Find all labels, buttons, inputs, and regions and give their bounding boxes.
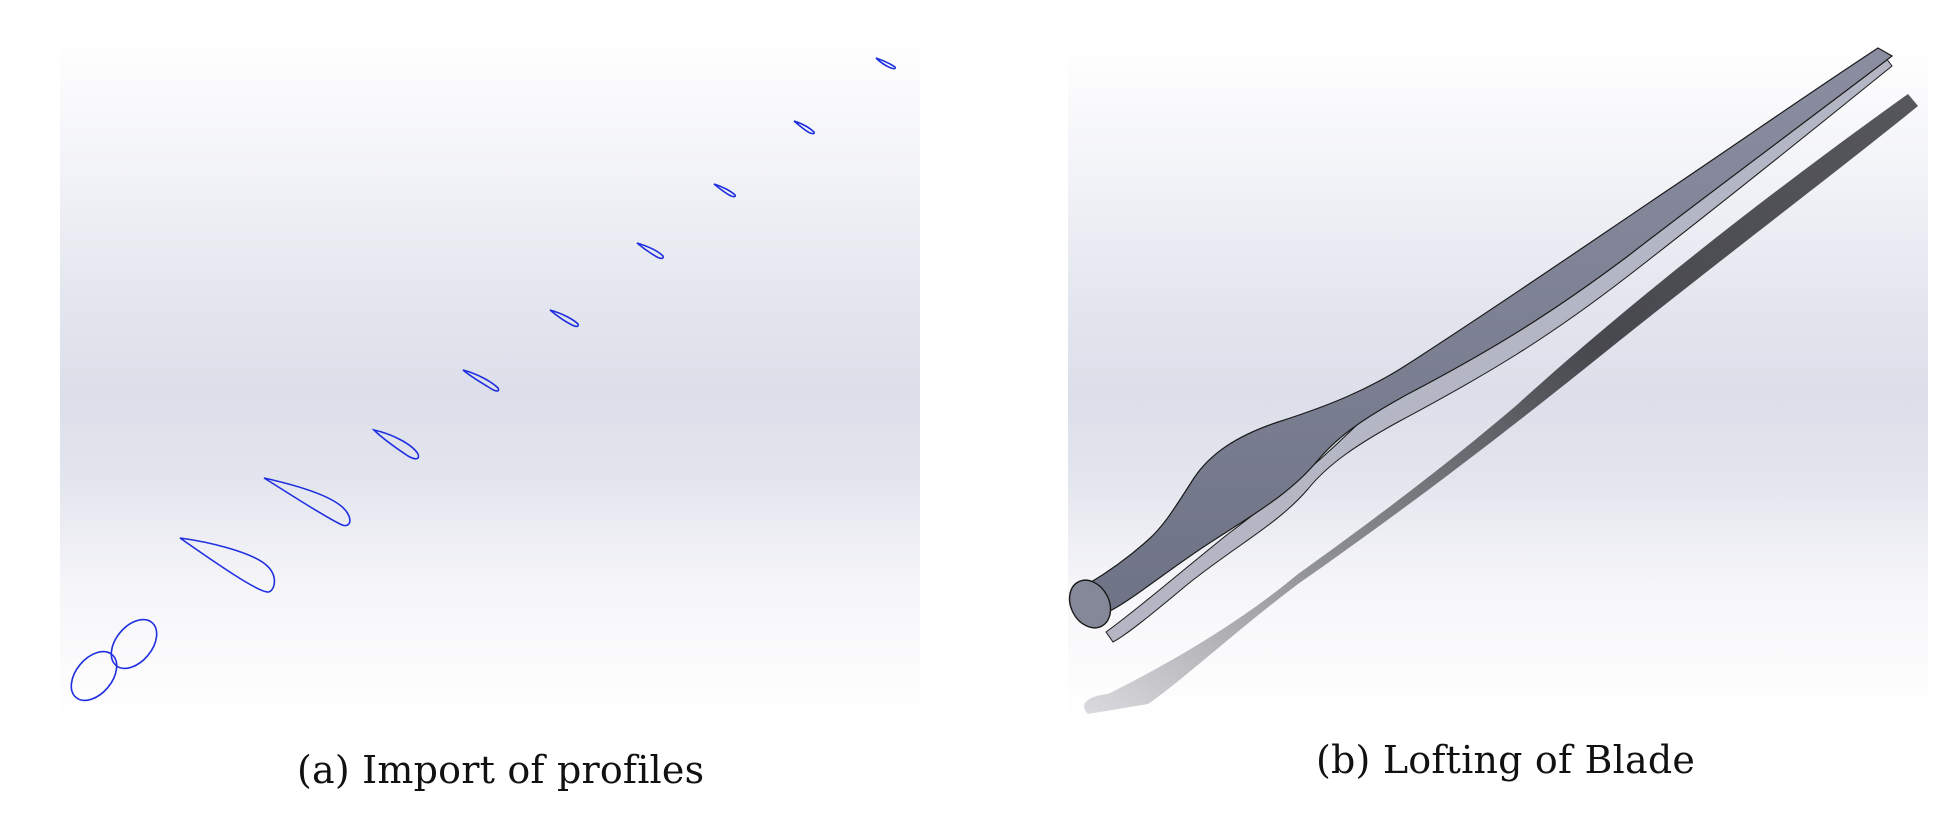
blade-root-cap: [1068, 579, 1112, 629]
airfoil-profile-10: [793, 120, 816, 135]
panel-lofting-of-blade: [1068, 44, 1928, 720]
caption-lofting-of-blade: (b) Lofting of Blade: [1316, 738, 1696, 782]
root-profile-1: [70, 650, 118, 702]
airfoil-profile-3: [179, 537, 276, 593]
blade-shadow: [1084, 94, 1918, 714]
profiles-drawing: [70, 57, 897, 702]
profile-curves: [70, 57, 897, 702]
airfoil-profile-7: [549, 309, 579, 328]
caption-import-of-profiles: (a) Import of profiles: [297, 748, 705, 792]
airfoil-profile-4: [263, 477, 351, 527]
panel-import-of-profiles: [60, 36, 920, 726]
airfoil-profile-8: [636, 242, 664, 260]
cad-viewport-b: [1068, 44, 1928, 720]
airfoil-profile-6: [462, 369, 500, 392]
blade-drawing: [1068, 47, 1918, 714]
airfoil-profile-5: [371, 428, 420, 460]
airfoil-profile-9: [713, 183, 737, 198]
blade-surface: [1087, 47, 1894, 613]
airfoil-profile-11: [875, 57, 897, 70]
root-profile-2: [110, 618, 158, 670]
